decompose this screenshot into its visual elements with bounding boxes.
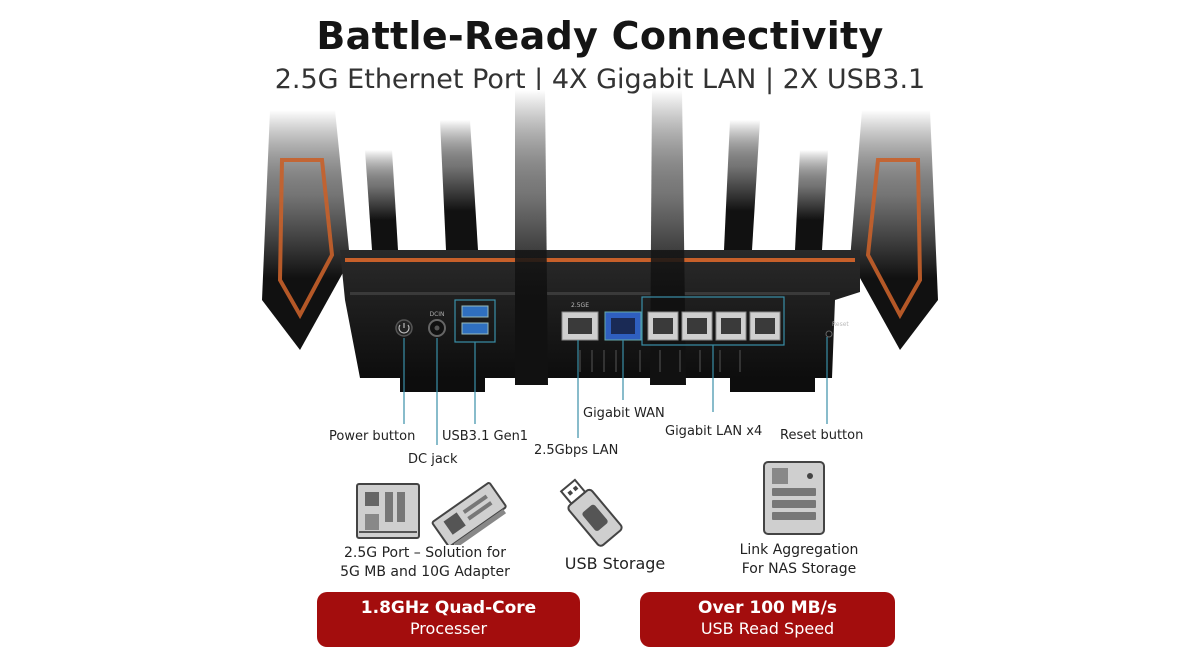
- router-body: [340, 250, 860, 378]
- lan-x4-label: Gigabit LAN x4: [665, 424, 763, 439]
- lan-ports: [647, 311, 781, 341]
- feature-2-5g-port: 2.5G Port – Solution for 5G MB and 10G A…: [340, 545, 510, 580]
- reset-button-label: Reset button: [780, 428, 864, 443]
- antenna-4: [724, 120, 760, 250]
- page-title: Battle-Ready Connectivity: [316, 14, 884, 58]
- nas-icon: [763, 461, 825, 535]
- antenna-3: [440, 120, 478, 250]
- reset-hole: [825, 330, 833, 338]
- page-subtitle: 2.5G Ethernet Port | 4X Gigabit LAN | 2X…: [274, 64, 926, 95]
- callout-lines: [403, 337, 828, 445]
- usb31-label: USB3.1 Gen1: [442, 429, 529, 444]
- copper-accent-line: [345, 258, 855, 262]
- right-antenna-wing: [850, 110, 938, 350]
- dcin-port-label: DCIN: [429, 311, 444, 318]
- feature-link-aggregation: Link Aggregation For NAS Storage: [739, 542, 859, 577]
- wan-label: Gigabit WAN: [583, 406, 665, 421]
- power-button-label: Power button: [329, 429, 416, 444]
- antenna-2: [795, 150, 828, 250]
- usb-speed-highlight: Over 100 MB/s USB Read Speed: [640, 592, 895, 647]
- usb-port-2: [461, 322, 489, 335]
- processor-highlight: 1.8GHz Quad-Core Processer: [317, 592, 580, 647]
- p25-port-label: 2.5GE: [571, 302, 589, 309]
- reset-port-label: Reset: [832, 321, 849, 328]
- motherboard-icon: [356, 482, 507, 545]
- antenna-1: [365, 150, 398, 250]
- center-antenna-left: [515, 90, 548, 385]
- dc-jack-label: DC jack: [408, 452, 458, 467]
- left-antenna-wing: [262, 110, 350, 350]
- usb-port-1: [461, 305, 489, 318]
- feature-usb-storage: USB Storage: [564, 554, 666, 573]
- usb-drive-icon: [559, 478, 623, 547]
- lan-25g-label: 2.5Gbps LAN: [534, 443, 619, 458]
- center-antenna-right: [650, 90, 686, 385]
